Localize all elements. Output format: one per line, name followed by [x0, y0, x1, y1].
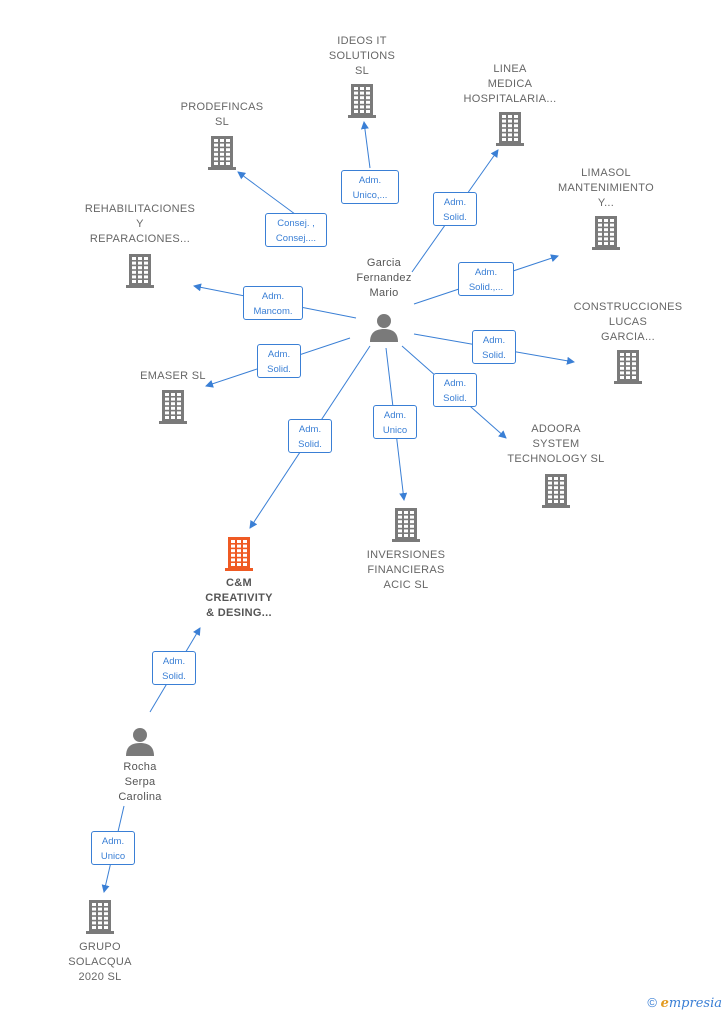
node-label-text: Rocha Serpa Carolina	[118, 761, 162, 803]
edge-label-rocha-grupo[interactable]: Adm. Unico	[91, 831, 135, 865]
node-label-limasol[interactable]: LIMASOL MANTENIMIENTO Y...	[526, 166, 686, 211]
node-label-text: GRUPO SOLACQUA 2020 SL	[68, 941, 132, 983]
building-icon-cm[interactable]	[225, 537, 253, 571]
building-icon	[392, 508, 420, 542]
node-label-cm[interactable]: C&M CREATIVITY & DESING...	[159, 576, 319, 621]
person-icon-garcia[interactable]	[369, 312, 399, 342]
node-label-text: Garcia Fernandez Mario	[356, 257, 412, 299]
node-label-text: LINEA MEDICA HOSPITALARIA...	[463, 63, 557, 105]
building-icon-emaser[interactable]	[159, 390, 187, 424]
copyright-icon: ©	[647, 995, 657, 1010]
building-icon-limasol[interactable]	[592, 216, 620, 250]
edge-label-rocha-cm[interactable]: Adm. Solid.	[152, 651, 196, 685]
edge-label-garcia-construcciones[interactable]: Adm. Solid.	[472, 330, 516, 364]
building-icon-rehabilitaciones[interactable]	[126, 254, 154, 288]
building-icon-adoora[interactable]	[542, 474, 570, 508]
person-icon	[126, 728, 154, 756]
building-icon	[225, 537, 253, 571]
edge-garcia-ideos	[360, 121, 371, 169]
edge-label-garcia-rehabilitaciones[interactable]: Adm. Mancom.	[243, 286, 303, 320]
building-icon	[592, 216, 620, 250]
node-label-construcciones[interactable]: CONSTRUCCIONES LUCAS GARCIA...	[548, 300, 708, 345]
node-label-prodefincas[interactable]: PRODEFINCAS SL	[142, 100, 302, 130]
building-icon	[159, 390, 187, 424]
building-icon	[126, 254, 154, 288]
node-label-text: PRODEFINCAS SL	[180, 101, 264, 128]
node-label-text: REHABILITACIONES Y REPARACIONES...	[84, 203, 196, 245]
node-label-garcia[interactable]: Garcia Fernandez Mario	[304, 256, 464, 301]
node-label-text: IDEOS IT SOLUTIONS SL	[328, 35, 396, 77]
node-label-rehabilitaciones[interactable]: REHABILITACIONES Y REPARACIONES...	[60, 202, 220, 247]
node-label-text: C&M CREATIVITY & DESING...	[205, 577, 273, 619]
node-label-rocha[interactable]: Rocha Serpa Carolina	[60, 760, 220, 805]
node-label-text: CONSTRUCCIONES LUCAS GARCIA...	[573, 301, 683, 343]
building-icon-ideos[interactable]	[348, 84, 376, 118]
building-icon	[542, 474, 570, 508]
node-label-adoora[interactable]: ADOORA SYSTEM TECHNOLOGY SL	[476, 422, 636, 467]
node-label-text: LIMASOL MANTENIMIENTO Y...	[558, 167, 654, 209]
copyright-footer: © empresia	[647, 995, 722, 1011]
edge-label-garcia-adoora[interactable]: Adm. Solid.	[433, 373, 477, 407]
edge-label-garcia-cm[interactable]: Adm. Solid.	[288, 419, 332, 453]
edge-label-garcia-prodefincas[interactable]: Consej. , Consej....	[265, 213, 327, 247]
node-label-text: ADOORA SYSTEM TECHNOLOGY SL	[507, 423, 605, 465]
node-label-ideos[interactable]: IDEOS IT SOLUTIONS SL	[282, 34, 442, 79]
building-icon-linea[interactable]	[496, 112, 524, 146]
building-icon	[208, 136, 236, 170]
node-label-text: EMASER SL	[140, 370, 206, 382]
building-icon-inversiones[interactable]	[392, 508, 420, 542]
building-icon	[496, 112, 524, 146]
building-icon-prodefincas[interactable]	[208, 136, 236, 170]
node-label-linea[interactable]: LINEA MEDICA HOSPITALARIA...	[430, 62, 590, 107]
node-label-grupo[interactable]: GRUPO SOLACQUA 2020 SL	[20, 940, 180, 985]
building-icon	[348, 84, 376, 118]
building-icon	[86, 900, 114, 934]
node-label-text: INVERSIONES FINANCIERAS ACIC SL	[366, 549, 446, 591]
building-icon-grupo[interactable]	[86, 900, 114, 934]
building-icon-construcciones[interactable]	[614, 350, 642, 384]
edge-label-garcia-linea[interactable]: Adm. Solid.	[433, 192, 477, 226]
node-label-inversiones[interactable]: INVERSIONES FINANCIERAS ACIC SL	[326, 548, 486, 593]
building-icon	[614, 350, 642, 384]
person-icon	[370, 314, 398, 342]
edge-label-garcia-emaser[interactable]: Adm. Solid.	[257, 344, 301, 378]
edge-label-garcia-limasol[interactable]: Adm. Solid.,...	[458, 262, 514, 296]
edge-label-garcia-ideos[interactable]: Adm. Unico,...	[341, 170, 399, 204]
person-icon-rocha[interactable]	[125, 726, 155, 756]
edge-label-garcia-inversiones[interactable]: Adm. Unico	[373, 405, 417, 439]
empresia-logo[interactable]: empresia	[660, 996, 722, 1011]
node-label-emaser[interactable]: EMASER SL	[93, 369, 253, 384]
